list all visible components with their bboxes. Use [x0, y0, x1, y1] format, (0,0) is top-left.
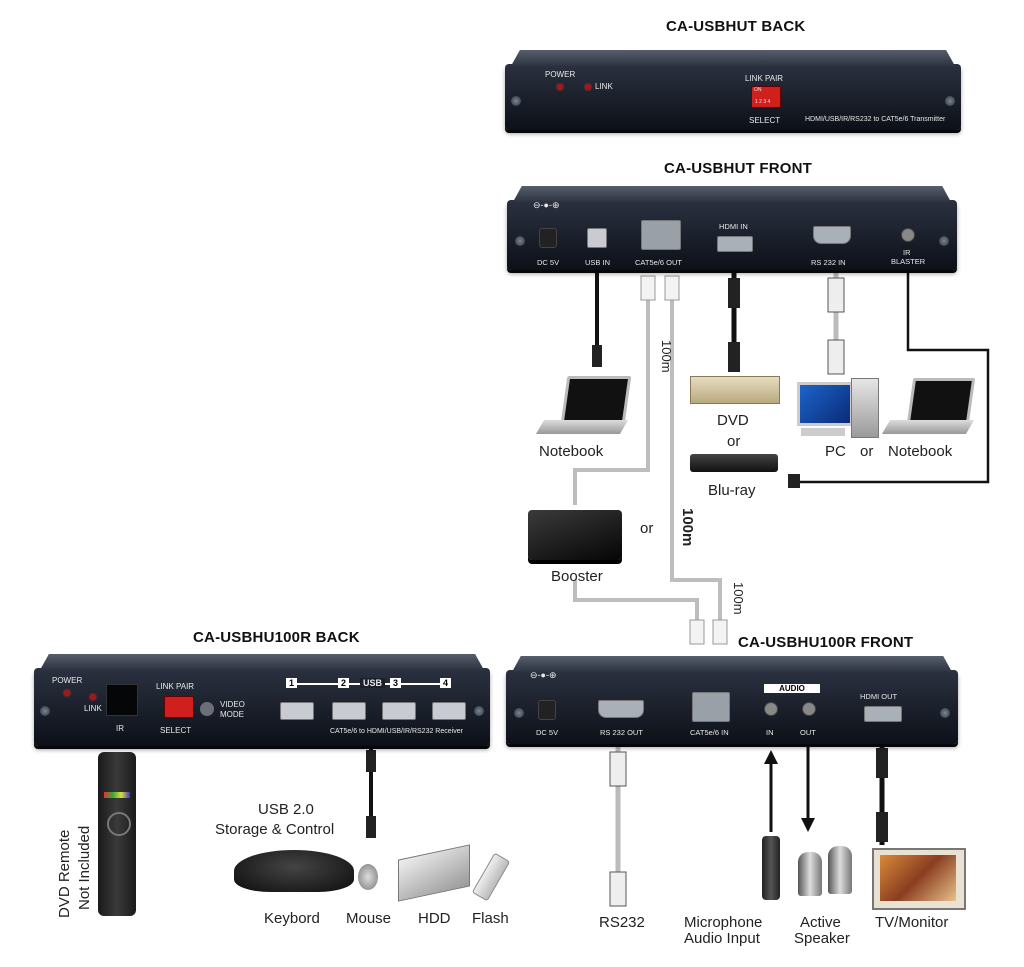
microphone-icon [762, 836, 780, 900]
bluray-label: Blu-ray [708, 482, 756, 499]
ir-blaster-jack[interactable] [901, 228, 915, 242]
cat-cable-1b [573, 580, 699, 628]
link-pair-label: LINK PAIR [745, 74, 784, 83]
booster-label: Booster [551, 568, 603, 585]
remote-control-icon [98, 752, 136, 916]
notebook-icon [535, 376, 632, 438]
link-led [90, 694, 96, 700]
hdd-label: HDD [418, 910, 451, 927]
distance-label: 100m [679, 508, 696, 547]
rx-front-device: ⊖-●-⊕ DC 5V RS 232 OUT CAT5e/6 IN AUDIO … [506, 656, 958, 744]
polarity-icon: ⊖-●-⊕ [533, 200, 560, 210]
booster-icon [528, 510, 622, 560]
usb-port-4[interactable] [432, 702, 466, 720]
usb-port-3[interactable] [382, 702, 416, 720]
tv-monitor-icon [872, 848, 966, 910]
tx-front-title: CA-USBHUT FRONT [664, 160, 812, 177]
distance-label: 100m [731, 582, 746, 615]
tx-desc: HDMI/USB/IR/RS232 to CAT5e/6 Transmitter [805, 116, 946, 123]
remote-label-2: Not Included [76, 825, 93, 910]
keyboard-icon [234, 850, 354, 892]
remote-label-1: DVD Remote [56, 829, 73, 918]
or-label-1: or [727, 433, 741, 450]
speaker-label-2: Speaker [794, 930, 850, 947]
rx-back-title: CA-USBHU100R BACK [193, 629, 360, 646]
video-mode-button[interactable] [200, 702, 214, 716]
rx-front-title: CA-USBHU100R FRONT [738, 634, 914, 651]
dip-switch[interactable]: ON 1 2 3 4 [751, 86, 781, 108]
power-led [64, 690, 70, 696]
tv-label: TV/Monitor [875, 914, 949, 931]
dvd-label: DVD [717, 412, 749, 429]
power-label: POWER [545, 70, 576, 79]
speaker-icon [798, 846, 854, 896]
cat-cable-1 [573, 280, 650, 505]
distance-label: 100m [659, 340, 674, 373]
arrow-down-icon [801, 818, 815, 832]
cat-in-port[interactable] [692, 692, 730, 722]
mic-label-2: Audio Input [684, 930, 760, 947]
hdmi-out-port[interactable] [864, 706, 902, 722]
rs232-label: RS232 [599, 914, 645, 931]
keyboard-label: Keybord [264, 910, 320, 927]
ir-receiver-window [106, 684, 138, 716]
ir-blaster-cable [800, 268, 990, 484]
link-label: LINK [595, 82, 613, 91]
pc-icon [797, 378, 879, 440]
flash-label: Flash [472, 910, 509, 927]
dvd-player-icon [690, 376, 780, 404]
cat-out-port[interactable] [641, 220, 681, 250]
rs232-in-port[interactable] [813, 226, 851, 244]
tx-front-device: ⊖-●-⊕ DC 5V USB IN CAT5e/6 OUT HDMI IN R… [507, 186, 957, 270]
notebook-icon [881, 378, 976, 438]
audio-out-jack[interactable] [802, 702, 816, 716]
mouse-label: Mouse [346, 910, 392, 927]
tx-back-device: POWER LINK LINK PAIR ON 1 2 3 4 SELECT H… [505, 50, 961, 130]
usb-port-1[interactable] [280, 702, 314, 720]
notebook-label: Notebook [539, 443, 604, 460]
mic-label-1: Microphone [684, 914, 763, 931]
bluray-player-icon [690, 454, 778, 472]
storage-label: Storage & Control [215, 821, 335, 838]
rx-back-device: POWER LINK IR LINK PAIR SELECT VIDEO MOD… [34, 654, 490, 746]
rs232-out-port[interactable] [598, 700, 644, 718]
usb-in-port[interactable] [587, 228, 607, 248]
power-led [557, 84, 563, 90]
hdmi-in-port[interactable] [717, 236, 753, 252]
speaker-label-1: Active [800, 914, 841, 931]
usb-port-2[interactable] [332, 702, 366, 720]
arrow-up-icon [764, 750, 778, 764]
audio-in-jack[interactable] [764, 702, 778, 716]
pc-label: PC [825, 443, 846, 460]
tx-back-title: CA-USBHUT BACK [666, 18, 806, 35]
dc-jack[interactable] [538, 700, 556, 720]
mouse-icon [358, 864, 378, 890]
or-label-2: or [860, 443, 874, 460]
dc-jack[interactable] [539, 228, 557, 248]
usb-label: USB 2.0 [258, 801, 314, 818]
select-label: SELECT [749, 116, 781, 125]
polarity-icon: ⊖-●-⊕ [530, 670, 557, 680]
link-led [585, 84, 591, 90]
or-label-3: or [640, 520, 654, 537]
rx-desc: CAT5e/6 to HDMI/USB/IR/RS232 Receiver [330, 728, 463, 735]
notebook-label-2: Notebook [888, 443, 953, 460]
cat-cable-2 [670, 280, 722, 628]
dip-switch[interactable] [164, 696, 194, 718]
